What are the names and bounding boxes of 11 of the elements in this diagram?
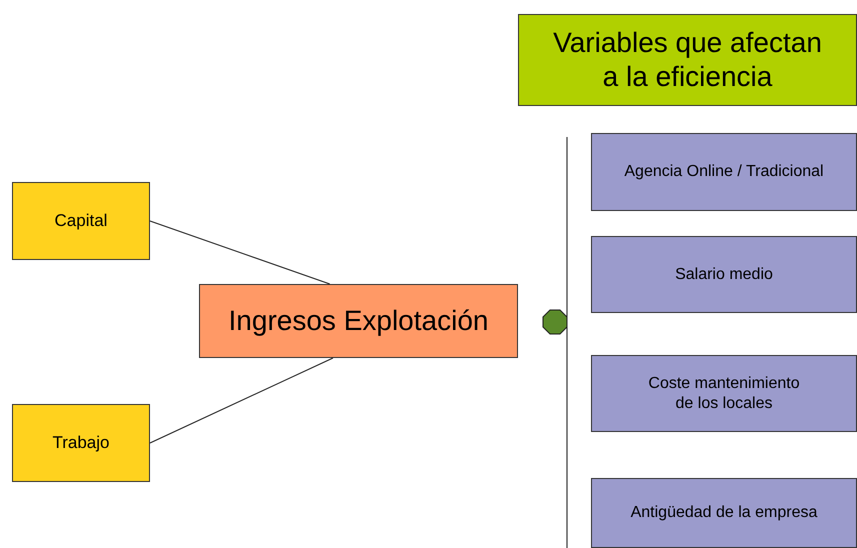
variable-box: Salario medio	[591, 236, 857, 313]
input-box: Capital	[12, 182, 150, 260]
variable-box: Agencia Online / Tradicional	[591, 133, 857, 211]
connector-line	[150, 358, 334, 444]
connector-line	[150, 220, 330, 284]
heading-box: Variables que afectan a la eficiencia	[518, 14, 857, 106]
variable-box: Antigüedad de la empresa	[591, 478, 857, 548]
input-box: Trabajo	[12, 404, 150, 482]
central-box: Ingresos Explotación	[199, 284, 518, 358]
octagon-marker	[542, 309, 568, 335]
variable-box: Coste mantenimiento de los locales	[591, 355, 857, 432]
